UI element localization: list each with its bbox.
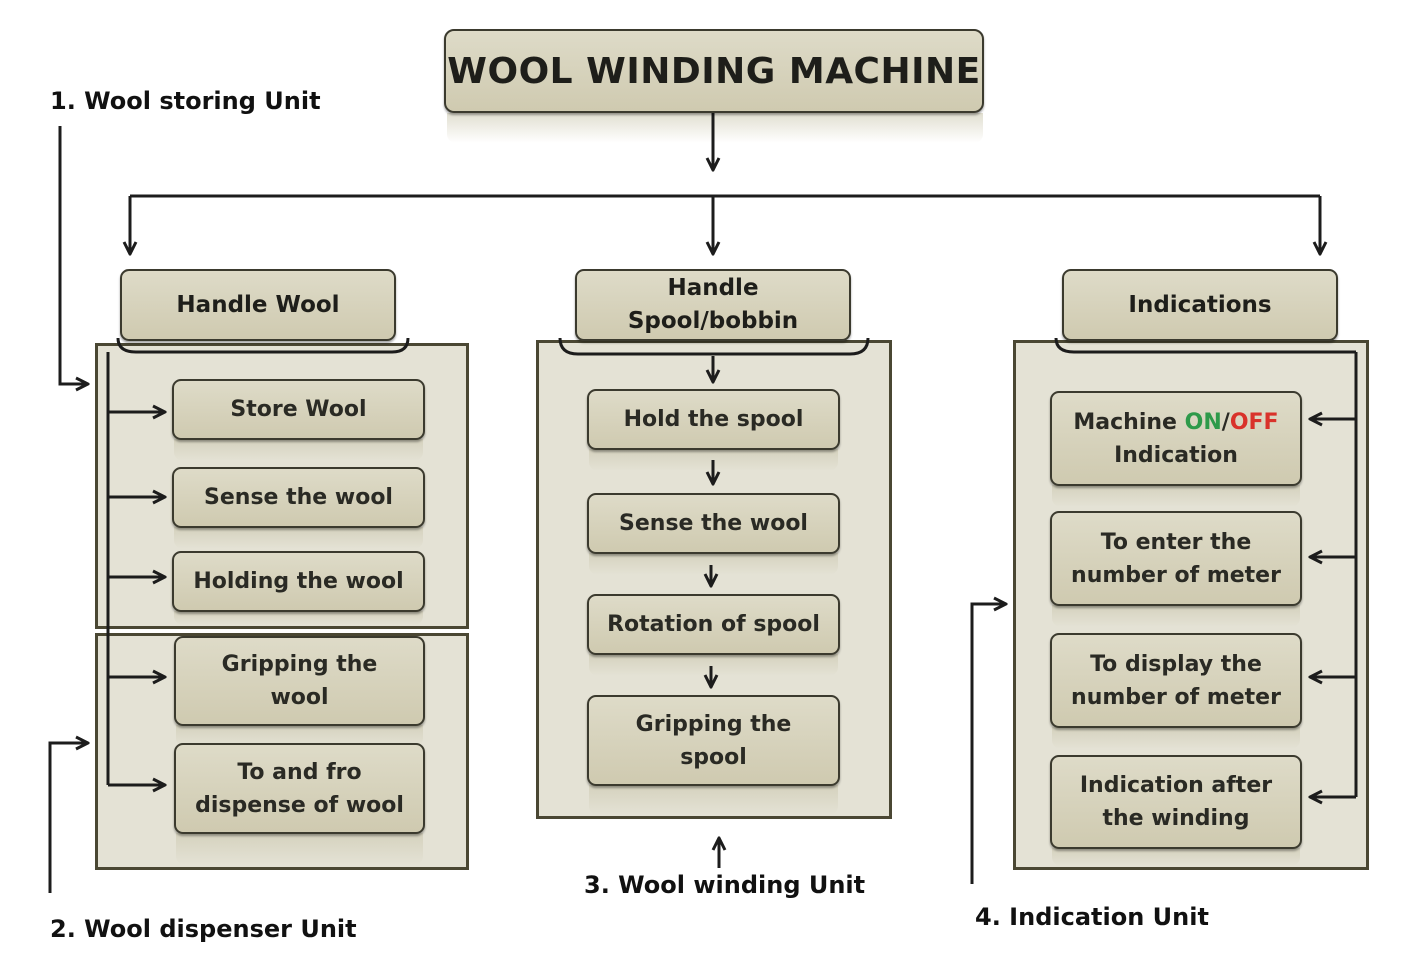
display-meter-box: To display the number of meter (1050, 633, 1302, 728)
machine-on-off-box: Machine ON/OFF Indication (1050, 391, 1302, 486)
rotation-spool-label: Rotation of spool (607, 612, 820, 637)
dispense-wool-label: To and fro dispense of wool (195, 759, 404, 818)
indications-label: Indications (1128, 291, 1272, 318)
unit2-label: 2. Wool dispenser Unit (50, 915, 357, 943)
rotation-spool-box: Rotation of spool (587, 594, 840, 655)
hold-spool-box: Hold the spool (587, 389, 840, 450)
store-wool-label: Store Wool (230, 397, 367, 422)
sense-wool-label: Sense the wool (204, 485, 393, 510)
enter-meter-label: To enter the number of meter (1071, 529, 1281, 588)
slash-text: / (1221, 409, 1230, 435)
indication-after-winding-box: Indication after the winding (1050, 755, 1302, 849)
gripping-wool-box: Gripping the wool (174, 636, 425, 726)
holding-wool-label: Holding the wool (193, 569, 404, 594)
handle-wool-label: Handle Wool (176, 291, 340, 318)
display-meter-label: To display the number of meter (1071, 651, 1281, 710)
handle-spool-label: Handle Spool/bobbin (627, 275, 799, 334)
machine-prefix: Machine (1073, 409, 1185, 435)
unit3-label: 3. Wool winding Unit (584, 871, 866, 899)
sense-wool-spool-box: Sense the wool (587, 493, 840, 554)
gripping-spool-label: Gripping the spool (635, 711, 792, 770)
store-wool-box: Store Wool (172, 379, 425, 440)
on-text: ON (1184, 409, 1222, 435)
indications-header: Indications (1062, 269, 1338, 341)
handle-wool-header: Handle Wool (120, 269, 396, 341)
handle-spool-header: Handle Spool/bobbin (575, 269, 851, 341)
indication-suffix: Indication (1114, 442, 1238, 468)
unit4-label: 4. Indication Unit (975, 903, 1209, 931)
gripping-spool-box: Gripping the spool (587, 695, 840, 786)
machine-on-off-text: Machine ON/OFF Indication (1073, 406, 1278, 472)
unit1-label: 1. Wool storing Unit (50, 87, 321, 115)
holding-wool-box: Holding the wool (172, 551, 425, 612)
hold-spool-label: Hold the spool (623, 407, 804, 432)
sense-wool-spool-label: Sense the wool (619, 511, 808, 536)
title-text: WOOL WINDING MACHINE (447, 50, 981, 92)
indication-after-winding-label: Indication after the winding (1079, 773, 1273, 831)
dispense-wool-box: To and fro dispense of wool (174, 743, 425, 834)
sense-wool-box: Sense the wool (172, 467, 425, 528)
gripping-wool-label: Gripping the wool (221, 652, 378, 710)
title-box: WOOL WINDING MACHINE (444, 29, 984, 113)
off-text: OFF (1229, 409, 1279, 435)
enter-meter-box: To enter the number of meter (1050, 511, 1302, 606)
